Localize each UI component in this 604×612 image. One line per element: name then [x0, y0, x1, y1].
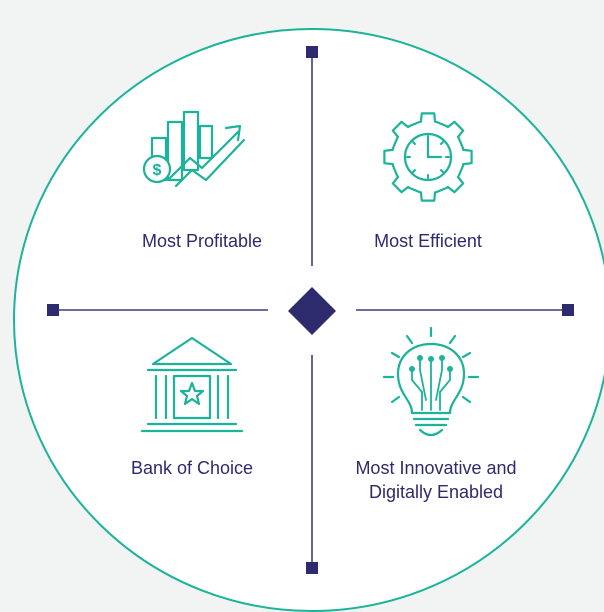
circuit-lightbulb-icon — [382, 326, 480, 437]
quadrant-label-bank-of-choice: Bank of Choice — [130, 458, 254, 478]
axis-end-marker-right — [562, 304, 574, 316]
bank-building-star-icon — [140, 336, 244, 433]
profit-growth-chart-icon: $ — [142, 110, 246, 188]
quadrant-label-most-innovative: Most Innovative and Digitally Enabled — [355, 458, 517, 502]
axis-end-marker-top — [306, 46, 318, 58]
svg-text:$: $ — [153, 162, 162, 179]
axis-end-marker-bottom — [306, 562, 318, 574]
gear-clock-icon — [383, 112, 473, 202]
center-diamond — [288, 287, 336, 335]
quadrant-label-most-efficient: Most Efficient — [374, 231, 482, 251]
axis-end-marker-left — [47, 304, 59, 316]
quadrant-label-most-profitable: Most Profitable — [141, 231, 263, 251]
